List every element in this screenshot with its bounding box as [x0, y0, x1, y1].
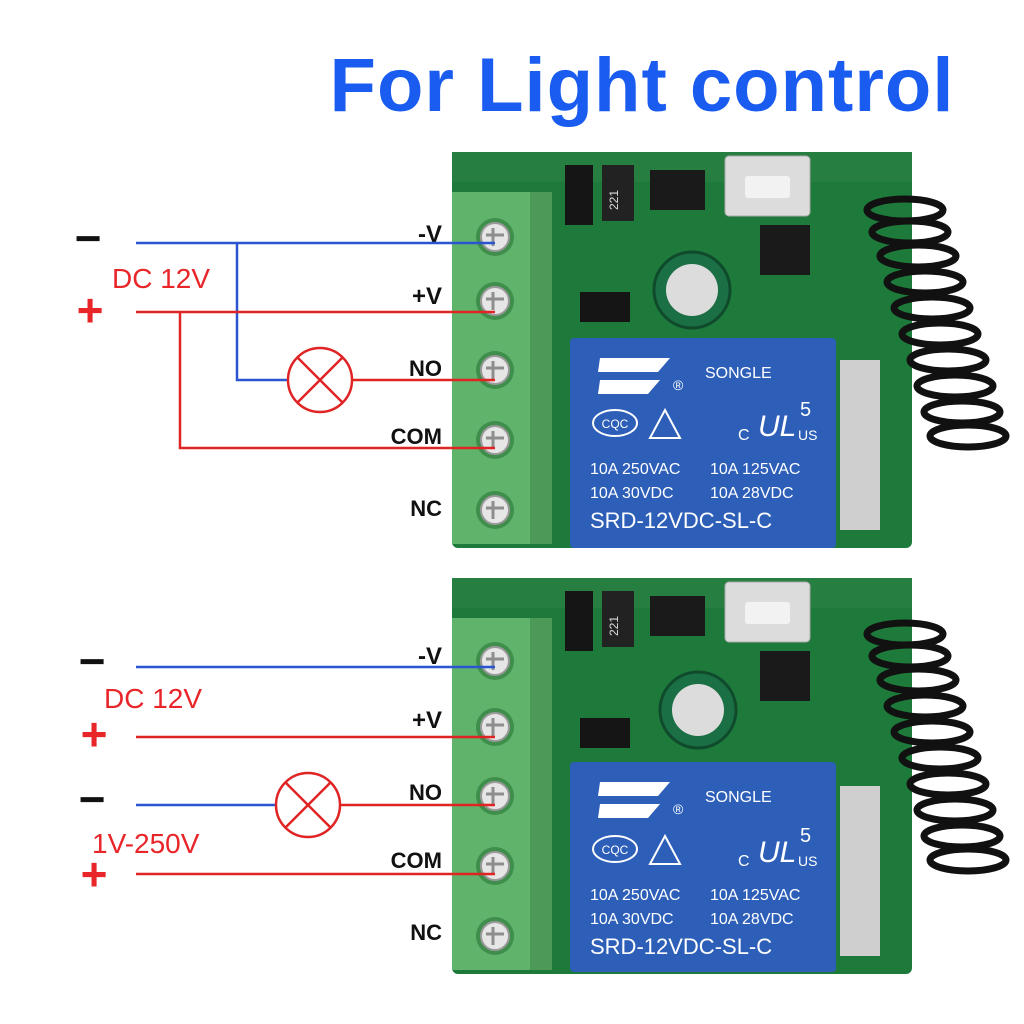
regulator-chip	[650, 596, 705, 636]
ul-mark: UL	[758, 836, 796, 869]
svg-text:US: US	[798, 853, 817, 869]
svg-text:10A 125VAC: 10A 125VAC	[710, 461, 800, 478]
relay-model: SRD-12VDC-SL-C	[590, 508, 772, 533]
resistor-code: 221	[607, 190, 621, 210]
registered-mark: ®	[673, 801, 684, 817]
svg-text:C: C	[738, 853, 750, 870]
regulator-chip	[650, 170, 705, 210]
songle-logo	[598, 782, 670, 818]
relay-module-top: 221 SONGLE ® CQC C UL 5 U	[75, 152, 1006, 548]
terminal-label-com: COM	[391, 424, 442, 449]
page-title: For Light control	[329, 43, 955, 128]
wire-negative-to-lamp	[235, 243, 288, 382]
relay-brand: SONGLE	[705, 789, 772, 806]
cqc-mark: CQC	[602, 843, 629, 857]
relay-model: SRD-12VDC-SL-C	[590, 934, 772, 959]
svg-text:10A 250VAC: 10A 250VAC	[590, 461, 680, 478]
svg-text:10A 28VDC: 10A 28VDC	[710, 485, 794, 502]
minus-sign: −	[75, 212, 102, 264]
terminal-label-com: COM	[391, 848, 442, 873]
terminal-label-nc: NC	[410, 920, 442, 945]
lamp-icon	[274, 771, 342, 839]
terminal-label-pos-v: +V	[412, 707, 442, 734]
svg-text:5: 5	[800, 399, 811, 421]
svg-text:5: 5	[800, 825, 811, 847]
svg-text:10A 28VDC: 10A 28VDC	[710, 911, 794, 928]
minus-sign: −	[79, 773, 106, 825]
ic-chip	[760, 651, 810, 701]
svg-text:10A 125VAC: 10A 125VAC	[710, 887, 800, 904]
terminal-label-nc: NC	[410, 496, 442, 521]
svg-text:10A 30VDC: 10A 30VDC	[590, 911, 674, 928]
plus-sign: +	[81, 708, 108, 760]
relay-module-bottom: 221 SONGLE ® CQC C UL 5 U	[79, 578, 1006, 974]
crystal	[840, 786, 880, 956]
relay-brand: SONGLE	[705, 365, 772, 382]
load-supply-label: 1V-250V	[92, 828, 200, 859]
terminal-label-neg-v: -V	[418, 643, 442, 670]
songle-logo	[598, 358, 670, 394]
lamp-icon	[286, 346, 354, 414]
warning-triangle-icon	[648, 833, 682, 865]
plus-sign: +	[77, 284, 104, 336]
warning-triangle-icon	[648, 407, 682, 439]
ul-mark: UL	[758, 410, 796, 443]
svg-text:C: C	[738, 427, 750, 444]
minus-sign: −	[79, 635, 106, 687]
terminal-label-pos-v: +V	[412, 283, 442, 310]
terminal-label-no: NO	[409, 356, 442, 381]
cqc-mark: CQC	[602, 417, 629, 431]
svg-text:10A 250VAC: 10A 250VAC	[590, 887, 680, 904]
plus-sign: +	[81, 848, 108, 900]
ic-chip	[760, 225, 810, 275]
svg-text:10A 30VDC: 10A 30VDC	[590, 485, 674, 502]
crystal	[840, 360, 880, 530]
resistor-code: 221	[607, 616, 621, 636]
terminal-label-no: NO	[409, 780, 442, 805]
wire-positive-to-com	[178, 312, 495, 450]
supply-label: DC 12V	[112, 263, 210, 294]
svg-text:US: US	[798, 427, 817, 443]
registered-mark: ®	[673, 377, 684, 393]
supply-label: DC 12V	[104, 683, 202, 714]
